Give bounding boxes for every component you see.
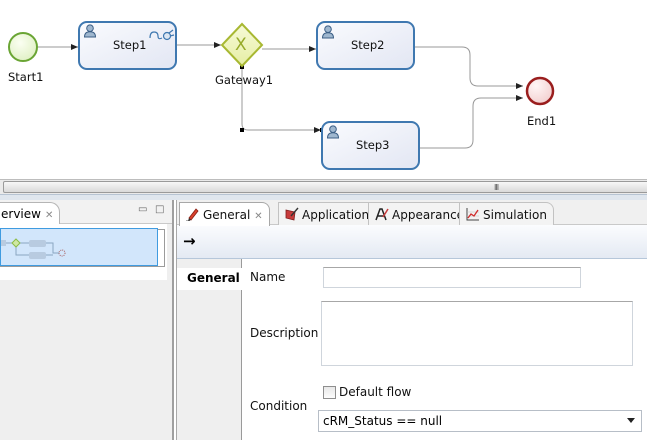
flow-step2-end [415, 46, 523, 89]
view-divider[interactable] [172, 200, 174, 440]
tab-simulation-label: Simulation [483, 208, 547, 222]
maximize-icon[interactable]: □ [155, 204, 165, 215]
properties-view: General✕ Application Appearance [176, 200, 647, 440]
tab-application-label: Application [302, 208, 370, 222]
tab-overview[interactable]: erview✕ [0, 202, 60, 225]
default-flow-label: Default flow [339, 385, 412, 399]
properties-sidebar: General [177, 259, 242, 440]
overview-mini-diagram [1, 238, 66, 259]
name-input[interactable] [323, 267, 581, 288]
condition-select[interactable]: cRM_Status == null [318, 410, 642, 432]
minimize-icon[interactable]: ▭ [138, 204, 148, 215]
start-event-label: Start1 [8, 70, 44, 84]
close-icon[interactable]: ✕ [254, 211, 263, 222]
diagram-svg [8, 21, 555, 170]
overview-body [0, 224, 167, 280]
tab-general[interactable]: General✕ [179, 202, 270, 226]
tab-appearance[interactable]: Appearance [368, 202, 472, 225]
properties-toolbar: → [177, 225, 647, 259]
overview-view: erview✕ ▭ □ [0, 200, 174, 440]
application-icon [285, 207, 299, 221]
step2-shape [316, 21, 415, 70]
scrollbar-thumb[interactable] [3, 181, 647, 193]
diagram-canvas[interactable]: Start1 Step1 X Gateway1 Step2 Step3 End1 [0, 0, 647, 180]
start-event-shape [8, 32, 38, 62]
gateway-x-icon: X [235, 35, 247, 55]
chevron-down-icon[interactable] [627, 418, 635, 423]
service-plug-icon [149, 29, 175, 41]
properties-tabbar: General✕ Application Appearance [177, 200, 647, 226]
overview-tabbar: erview✕ ▭ □ [0, 200, 173, 225]
condition-label: Condition [250, 399, 308, 413]
tab-application[interactable]: Application [278, 202, 377, 225]
description-label: Description [250, 326, 319, 340]
sidebar-item-general[interactable]: General [177, 268, 242, 290]
step2-label[interactable]: Step2 [351, 38, 385, 52]
name-label: Name [250, 270, 286, 284]
simulation-chart-icon [466, 208, 479, 221]
pencil-icon [186, 208, 199, 221]
horizontal-scrollbar[interactable]: III [0, 179, 647, 194]
step3-label[interactable]: Step3 [356, 138, 390, 152]
step3-shape [321, 121, 420, 170]
gateway-label: Gateway1 [215, 73, 274, 87]
description-textarea[interactable] [321, 301, 633, 366]
step1-shape [78, 21, 177, 70]
tab-appearance-label: Appearance [392, 208, 465, 222]
gateway-shape [220, 22, 264, 68]
appearance-icon [375, 208, 389, 221]
flow-step3-end [420, 95, 523, 149]
tab-overview-label: erview [1, 207, 41, 221]
default-flow-checkbox[interactable] [323, 386, 336, 399]
end-event-label: End1 [527, 114, 557, 128]
tab-simulation[interactable]: Simulation [459, 202, 554, 225]
condition-value: cRM_Status == null [323, 414, 443, 428]
overview-viewport[interactable] [0, 228, 158, 266]
step1-label[interactable]: Step1 [113, 38, 147, 52]
end-event-shape [525, 76, 555, 106]
close-icon[interactable]: ✕ [44, 210, 54, 221]
tab-general-label: General [203, 208, 251, 222]
scrollbar-grip: III [494, 183, 499, 192]
sequence-flow-arrow-icon: → [183, 232, 196, 250]
sash[interactable] [0, 194, 647, 200]
selection-handle [240, 128, 244, 132]
